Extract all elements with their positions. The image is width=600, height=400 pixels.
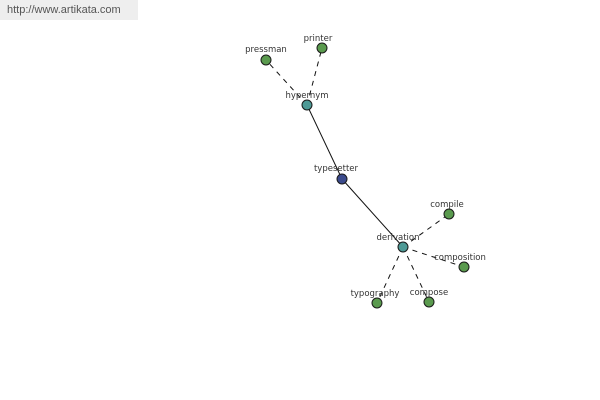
node-hypernym-dot[interactable] bbox=[301, 99, 313, 111]
graph-edges bbox=[265, 47, 465, 304]
node-printer-dot[interactable] bbox=[316, 42, 328, 54]
node-typography-label[interactable]: typography bbox=[351, 289, 400, 299]
node-compose[interactable]: compose bbox=[410, 288, 448, 308]
edge-derivation-typography bbox=[376, 246, 404, 304]
node-compose-label[interactable]: compose bbox=[410, 288, 448, 298]
edge-typesetter-derivation bbox=[341, 178, 404, 248]
edge-derivation-compose bbox=[402, 246, 430, 303]
node-compile[interactable]: compile bbox=[430, 200, 464, 220]
node-printer[interactable]: printer bbox=[304, 34, 333, 54]
node-derivation-label[interactable]: derivation bbox=[376, 233, 419, 243]
edge-derivation-composition bbox=[402, 246, 465, 268]
node-typography-dot[interactable] bbox=[371, 297, 383, 309]
node-derivation[interactable]: derivation bbox=[376, 233, 420, 253]
node-composition-dot[interactable] bbox=[458, 261, 470, 273]
edge-typesetter-hypernym bbox=[306, 104, 343, 180]
graph-nodes: typesetter hypernym derivation pressman prin… bbox=[245, 34, 486, 309]
node-typesetter-dot[interactable] bbox=[336, 173, 348, 185]
node-composition[interactable]: composition bbox=[434, 253, 486, 273]
node-hypernym-label[interactable]: hypernym bbox=[285, 91, 328, 101]
node-pressman-dot[interactable] bbox=[260, 54, 272, 66]
node-compile-label[interactable]: compile bbox=[430, 200, 464, 210]
node-typesetter-label[interactable]: typesetter bbox=[314, 164, 359, 174]
node-compile-dot[interactable] bbox=[443, 208, 455, 220]
node-typography[interactable]: typography bbox=[351, 289, 400, 309]
node-printer-label[interactable]: printer bbox=[304, 34, 333, 44]
node-pressman[interactable]: pressman bbox=[245, 45, 287, 66]
node-typesetter[interactable]: typesetter bbox=[314, 164, 359, 185]
edge-hypernym-pressman bbox=[265, 59, 308, 106]
node-derivation-dot[interactable] bbox=[397, 241, 409, 253]
node-pressman-label[interactable]: pressman bbox=[245, 45, 287, 55]
node-compose-dot[interactable] bbox=[423, 296, 435, 308]
node-composition-label[interactable]: composition bbox=[434, 253, 486, 263]
site-url-watermark[interactable]: http://www.artikata.com bbox=[0, 0, 138, 20]
node-hypernym[interactable]: hypernym bbox=[285, 91, 329, 111]
